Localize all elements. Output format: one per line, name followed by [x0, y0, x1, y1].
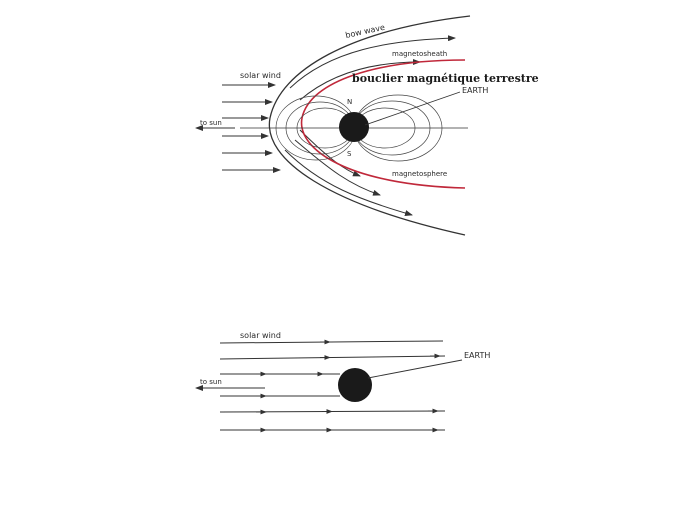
label-solar-wind-top: solar wind	[240, 71, 281, 80]
flow-line-1	[289, 35, 456, 89]
label-to-sun-bottom: to sun	[200, 378, 222, 386]
label-solar-wind-bottom: solar wind	[240, 331, 281, 340]
bottom-diagram: solar wind EARTH to sun	[195, 331, 490, 433]
label-bow-wave: bow wave	[345, 23, 386, 40]
solar-wind-arrows	[222, 82, 281, 173]
flow-line-4	[294, 139, 381, 196]
top-diagram: bow wave magnetosheath bouclier magnétiq…	[195, 15, 539, 236]
label-magnetosheath: magnetosheath	[392, 50, 447, 58]
earth-top	[339, 112, 369, 142]
flow-line-2	[299, 59, 421, 101]
label-shield: bouclier magnétique terrestre	[352, 72, 539, 85]
label-to-sun-top: to sun	[200, 119, 222, 127]
earth-pointer-top	[364, 91, 461, 126]
magnetic-shield-boundary	[300, 59, 466, 189]
bow-wave-curve	[268, 15, 471, 236]
label-north: N	[347, 98, 352, 106]
label-south: S	[347, 150, 352, 158]
earth-pointer-bottom	[367, 359, 463, 379]
label-earth-top: EARTH	[462, 86, 488, 95]
label-earth-bottom: EARTH	[464, 351, 490, 360]
label-magnetosphere: magnetosphere	[392, 170, 447, 178]
solar-wind-lines-bottom	[219, 339, 446, 433]
flow-line-3	[284, 149, 413, 216]
earth-bottom	[338, 368, 372, 402]
